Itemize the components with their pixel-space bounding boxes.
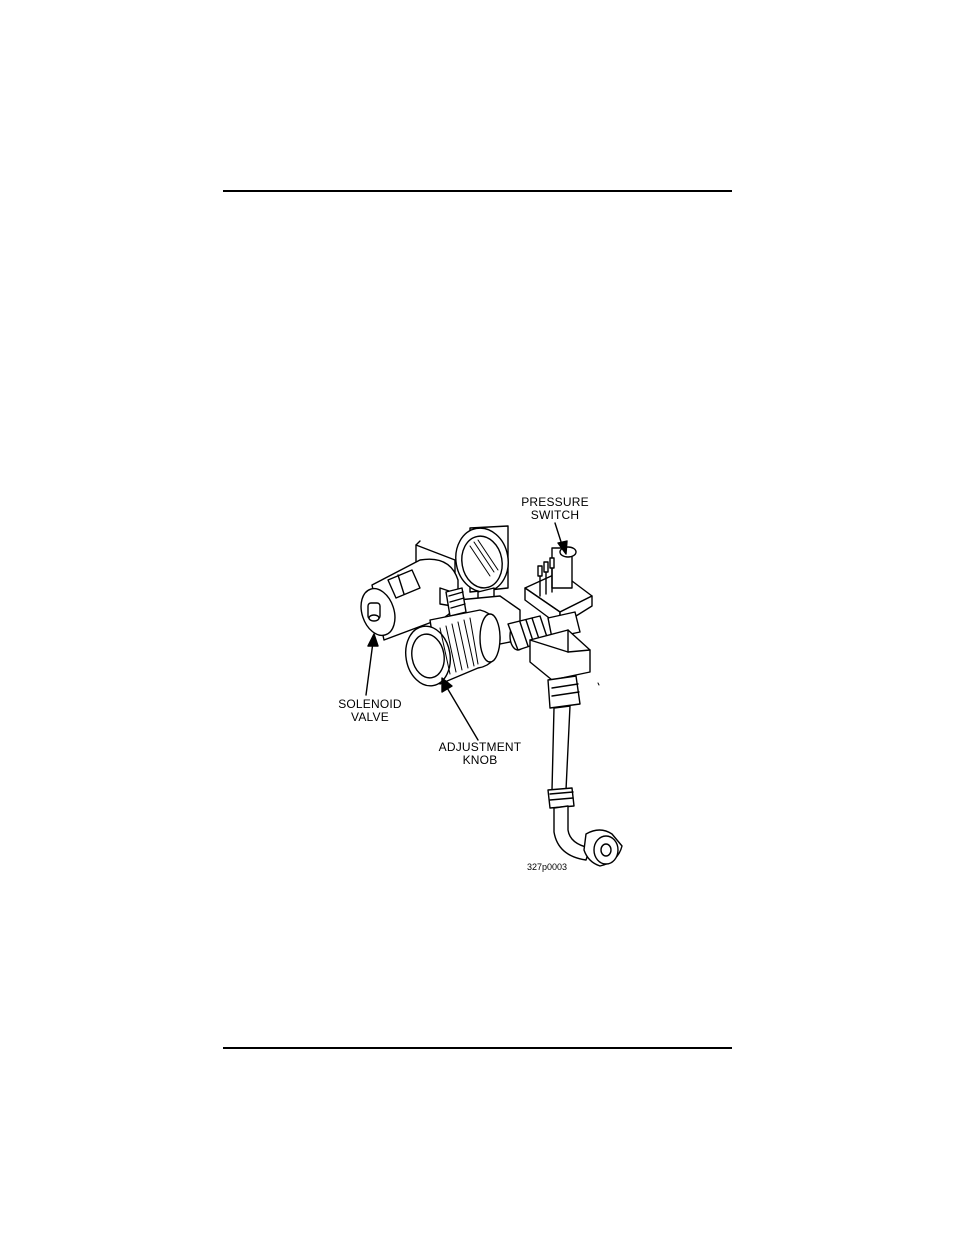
pressure-switch-label: PRESSURE SWITCH [510, 496, 600, 522]
solenoid-valve-label-line-2: VALVE [325, 711, 415, 724]
pressure-switch [525, 547, 592, 626]
pressure-switch-label-line-2: SWITCH [510, 509, 600, 522]
leader-adjustment-knob [442, 678, 478, 740]
tubing [548, 706, 622, 866]
figure-id: 327p0003 [527, 862, 567, 872]
solenoid-valve-label: SOLENOID VALVE [325, 698, 415, 724]
footer-rule [223, 1047, 732, 1049]
adjustment-knob-label: ADJUSTMENT KNOB [430, 741, 530, 767]
leader-solenoid-valve [366, 634, 378, 695]
adjustment-knob-label-line-2: KNOB [430, 754, 530, 767]
